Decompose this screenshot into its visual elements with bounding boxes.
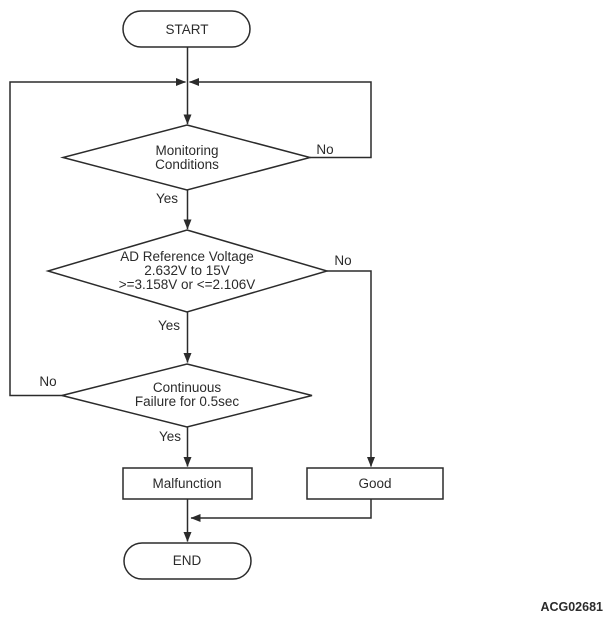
start-label: START xyxy=(165,21,209,37)
monitoring-no-label: No xyxy=(316,142,334,157)
decision-voltage-shape xyxy=(45,229,330,313)
malfunction-node-shape xyxy=(122,467,253,500)
decision-monitoring-label: Monitoring Conditions xyxy=(155,142,219,172)
decision-monitoring-line2: Conditions xyxy=(155,156,219,172)
decision-voltage-label: AD Reference Voltage 2.632V to 15V >=3.1… xyxy=(118,248,256,292)
decision-failure-line2: Failure for 0.5sec xyxy=(134,394,240,409)
decision-failure-line1: Continuous xyxy=(152,380,222,395)
edge-good-merge-to-end-line xyxy=(190,499,372,522)
good-label: Good xyxy=(358,475,392,491)
end-label: END xyxy=(172,553,202,568)
decision-voltage-line1: AD Reference Voltage xyxy=(120,248,254,264)
decision-monitoring-shape xyxy=(60,124,313,191)
voltage-no-label: No xyxy=(334,253,352,268)
failure-no-label: No xyxy=(39,374,57,389)
figure-code: ACG02681 xyxy=(540,600,603,614)
voltage-yes-label: Yes xyxy=(157,318,181,333)
start-node-shape xyxy=(122,10,251,48)
decision-voltage-line2: 2.632V to 15V xyxy=(144,262,230,278)
edge-monitoring-no-loop-right xyxy=(189,78,372,159)
end-node-shape xyxy=(123,542,252,580)
decision-failure-label: Continuous Failure for 0.5sec xyxy=(135,381,239,409)
monitoring-yes-label: Yes xyxy=(155,191,179,206)
edge-voltage-no-to-good xyxy=(327,270,375,467)
edge-failure-no-loop-left xyxy=(9,78,186,397)
good-node-shape xyxy=(306,467,444,500)
malfunction-label: Malfunction xyxy=(152,476,222,491)
decision-failure-shape xyxy=(61,363,313,428)
decision-voltage-line3: >=3.158V or <=2.106V xyxy=(118,276,256,292)
failure-yes-label: Yes xyxy=(158,429,182,444)
decision-monitoring-line1: Monitoring xyxy=(155,142,219,158)
